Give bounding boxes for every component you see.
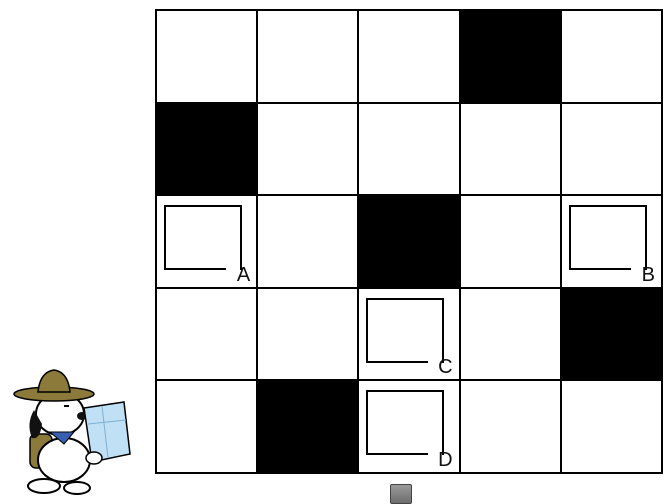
target-box-outline xyxy=(569,205,647,270)
board-cell-r3-c2[interactable] xyxy=(258,196,357,287)
board-cell-r1-c4[interactable] xyxy=(461,11,560,102)
gray-marker-piece[interactable] xyxy=(390,484,412,504)
board-cell-r2-c2[interactable] xyxy=(258,104,357,195)
board-cell-r5-c2[interactable] xyxy=(258,381,357,472)
board-cell-r4-c3[interactable]: C xyxy=(359,289,458,380)
board-cell-r2-c1[interactable] xyxy=(157,104,256,195)
board-cell-r4-c5[interactable] xyxy=(562,289,661,380)
board-cell-r2-c4[interactable] xyxy=(461,104,560,195)
target-box-baseline xyxy=(569,268,631,270)
board-cell-r5-c1[interactable] xyxy=(157,381,256,472)
game-board: A B C D xyxy=(155,9,663,474)
board-cell-r3-c1[interactable]: A xyxy=(157,196,256,287)
cell-label: B xyxy=(642,265,655,285)
target-box-outline xyxy=(366,390,444,455)
board-cell-r5-c4[interactable] xyxy=(461,381,560,472)
board-cell-r4-c2[interactable] xyxy=(258,289,357,380)
board-cell-r5-c3[interactable]: D xyxy=(359,381,458,472)
cell-label: A xyxy=(237,265,250,285)
cell-label: C xyxy=(438,357,452,377)
board-cell-r3-c3[interactable] xyxy=(359,196,458,287)
board-cell-r1-c5[interactable] xyxy=(562,11,661,102)
board-cell-r4-c4[interactable] xyxy=(461,289,560,380)
board-cell-r5-c5[interactable] xyxy=(562,381,661,472)
board-cell-r1-c2[interactable] xyxy=(258,11,357,102)
board-cell-r3-c5[interactable]: B xyxy=(562,196,661,287)
board-cell-r3-c4[interactable] xyxy=(461,196,560,287)
target-box-baseline xyxy=(164,268,226,270)
cell-label: D xyxy=(438,450,452,470)
board-cell-r1-c1[interactable] xyxy=(157,11,256,102)
target-box-baseline xyxy=(366,453,428,455)
scout-dog-with-map-icon xyxy=(2,362,137,499)
target-box-outline xyxy=(366,298,444,363)
target-box-outline xyxy=(164,205,242,270)
board-cell-r2-c3[interactable] xyxy=(359,104,458,195)
board-cell-r4-c1[interactable] xyxy=(157,289,256,380)
board-cell-r2-c5[interactable] xyxy=(562,104,661,195)
target-box-baseline xyxy=(366,361,428,363)
board-cell-r1-c3[interactable] xyxy=(359,11,458,102)
